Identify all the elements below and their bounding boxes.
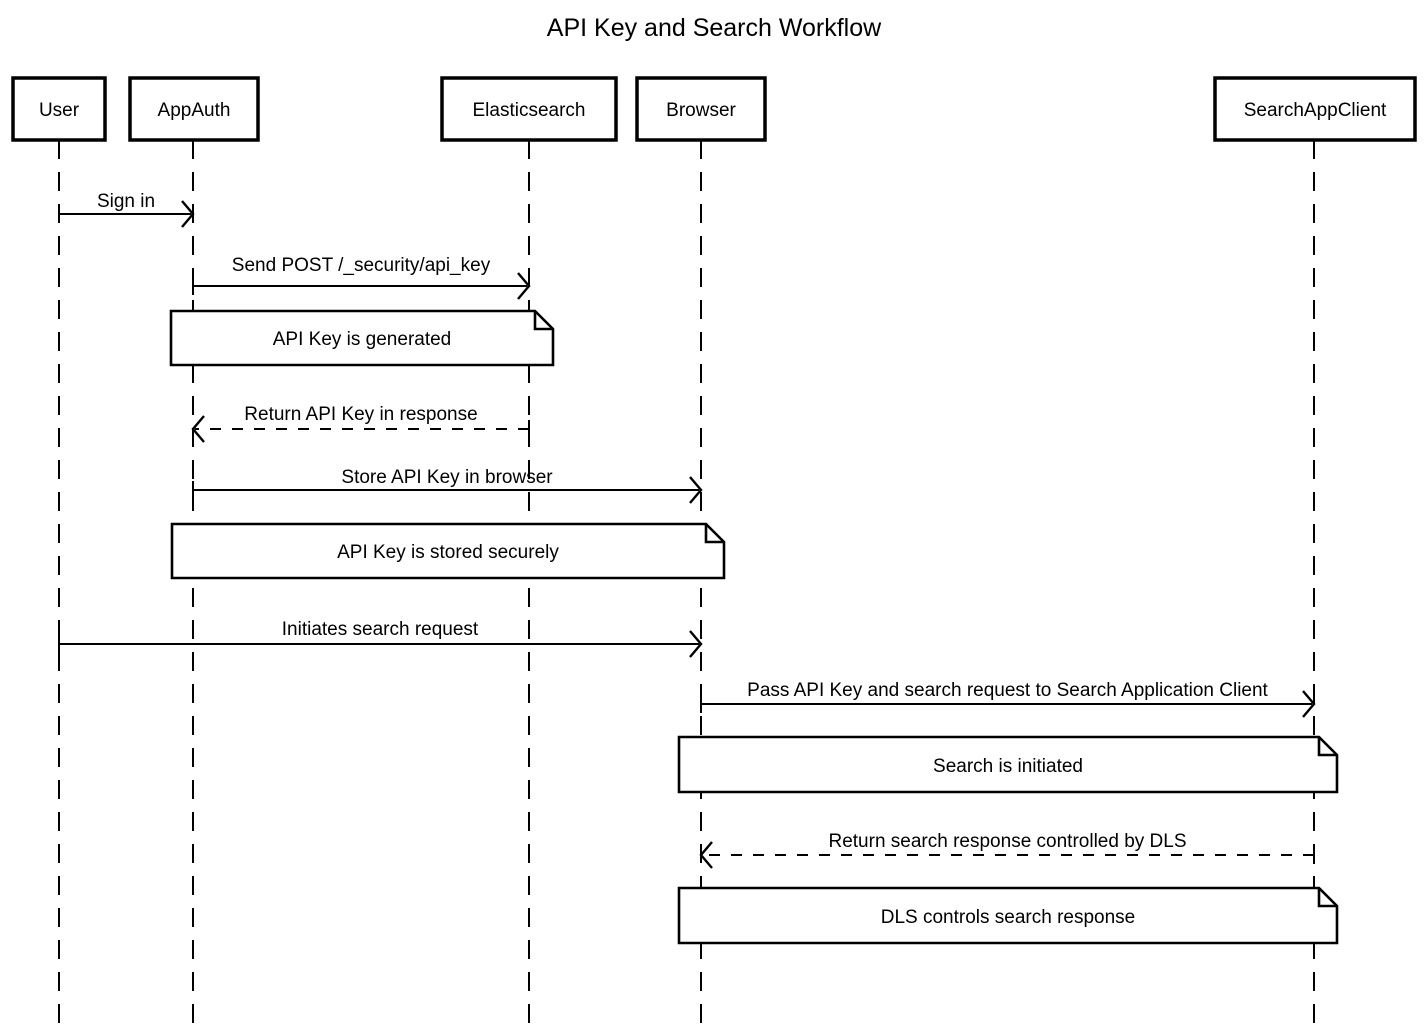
msg-return-search-response-arrowhead-icon xyxy=(699,841,713,869)
msg-initiates-search: Initiates search request xyxy=(58,619,703,658)
participant-label-browser: Browser xyxy=(666,100,736,121)
msg-store-api-key-arrowhead-icon xyxy=(689,476,703,504)
participant-label-elastic: Elasticsearch xyxy=(473,100,586,121)
msg-return-search-response-label: Return search response controlled by DLS xyxy=(828,831,1186,852)
note-search-initiated-fold-icon xyxy=(1317,737,1337,757)
msg-store-api-key: Store API Key in browser xyxy=(192,467,703,504)
msg-pass-api-key-label: Pass API Key and search request to Searc… xyxy=(747,680,1268,701)
participant-label-user: User xyxy=(39,100,80,121)
msg-pass-api-key-arrowhead-icon xyxy=(1302,690,1316,718)
note-search-initiated: Search is initiated xyxy=(677,735,1339,794)
note-dls-controls-body xyxy=(677,886,1339,945)
participant-elastic: Elasticsearch xyxy=(440,76,618,142)
note-api-key-stored-body xyxy=(170,522,726,580)
msg-store-api-key-label: Store API Key in browser xyxy=(341,467,553,488)
note-api-key-generated-fold-icon xyxy=(533,311,553,331)
note-api-key-stored-fold-icon xyxy=(704,524,724,544)
participant-box-elastic xyxy=(440,76,618,142)
participant-box-browser xyxy=(635,76,767,142)
note-api-key-stored: API Key is stored securely xyxy=(170,522,726,580)
msg-send-post-api-key-arrowhead-icon xyxy=(517,272,531,300)
msg-sign-in: Sign in xyxy=(58,191,195,228)
participants-layer: User AppAuth Elasticsearch Browser SearchApp… xyxy=(11,76,1417,142)
participant-box-searchapp xyxy=(1213,76,1417,142)
lifelines-layer xyxy=(58,140,1315,1027)
participant-label-appauth: AppAuth xyxy=(158,100,231,121)
note-dls-controls-fold-icon xyxy=(1317,888,1337,908)
note-api-key-generated-body xyxy=(169,309,555,367)
participant-label-searchapp: SearchAppClient xyxy=(1244,100,1387,121)
note-dls-controls-label: DLS controls search response xyxy=(881,907,1136,928)
participant-user: User xyxy=(11,76,107,142)
note-search-initiated-label: Search is initiated xyxy=(933,756,1083,777)
participant-box-appauth xyxy=(128,76,260,142)
messages-layer: Sign in Send POST /_security/api_keyRetur… xyxy=(58,191,1316,869)
page-title: API Key and Search Workflow xyxy=(547,14,882,42)
msg-pass-api-key: Pass API Key and search request to Searc… xyxy=(700,680,1316,718)
note-api-key-generated: API Key is generated xyxy=(169,309,555,367)
msg-initiates-search-arrowhead-icon xyxy=(689,630,703,658)
msg-sign-in-label: Sign in xyxy=(97,191,155,212)
participant-appauth: AppAuth xyxy=(128,76,260,142)
msg-return-api-key: Return API Key in response xyxy=(191,404,530,443)
msg-sign-in-arrowhead-icon xyxy=(181,200,195,228)
note-api-key-generated-label: API Key is generated xyxy=(273,329,452,350)
note-search-initiated-body xyxy=(677,735,1339,794)
msg-return-api-key-arrowhead-icon xyxy=(191,415,205,443)
note-dls-controls: DLS controls search response xyxy=(677,886,1339,945)
participant-box-user xyxy=(11,76,107,142)
msg-initiates-search-label: Initiates search request xyxy=(282,619,479,640)
msg-send-post-api-key: Send POST /_security/api_key xyxy=(192,255,531,300)
note-api-key-stored-label: API Key is stored securely xyxy=(337,542,559,563)
participant-searchapp: SearchAppClient xyxy=(1213,76,1417,142)
msg-send-post-api-key-label: Send POST /_security/api_key xyxy=(232,255,491,276)
participant-browser: Browser xyxy=(635,76,767,142)
msg-return-search-response: Return search response controlled by DLS xyxy=(699,831,1315,869)
msg-return-api-key-label: Return API Key in response xyxy=(244,404,477,425)
